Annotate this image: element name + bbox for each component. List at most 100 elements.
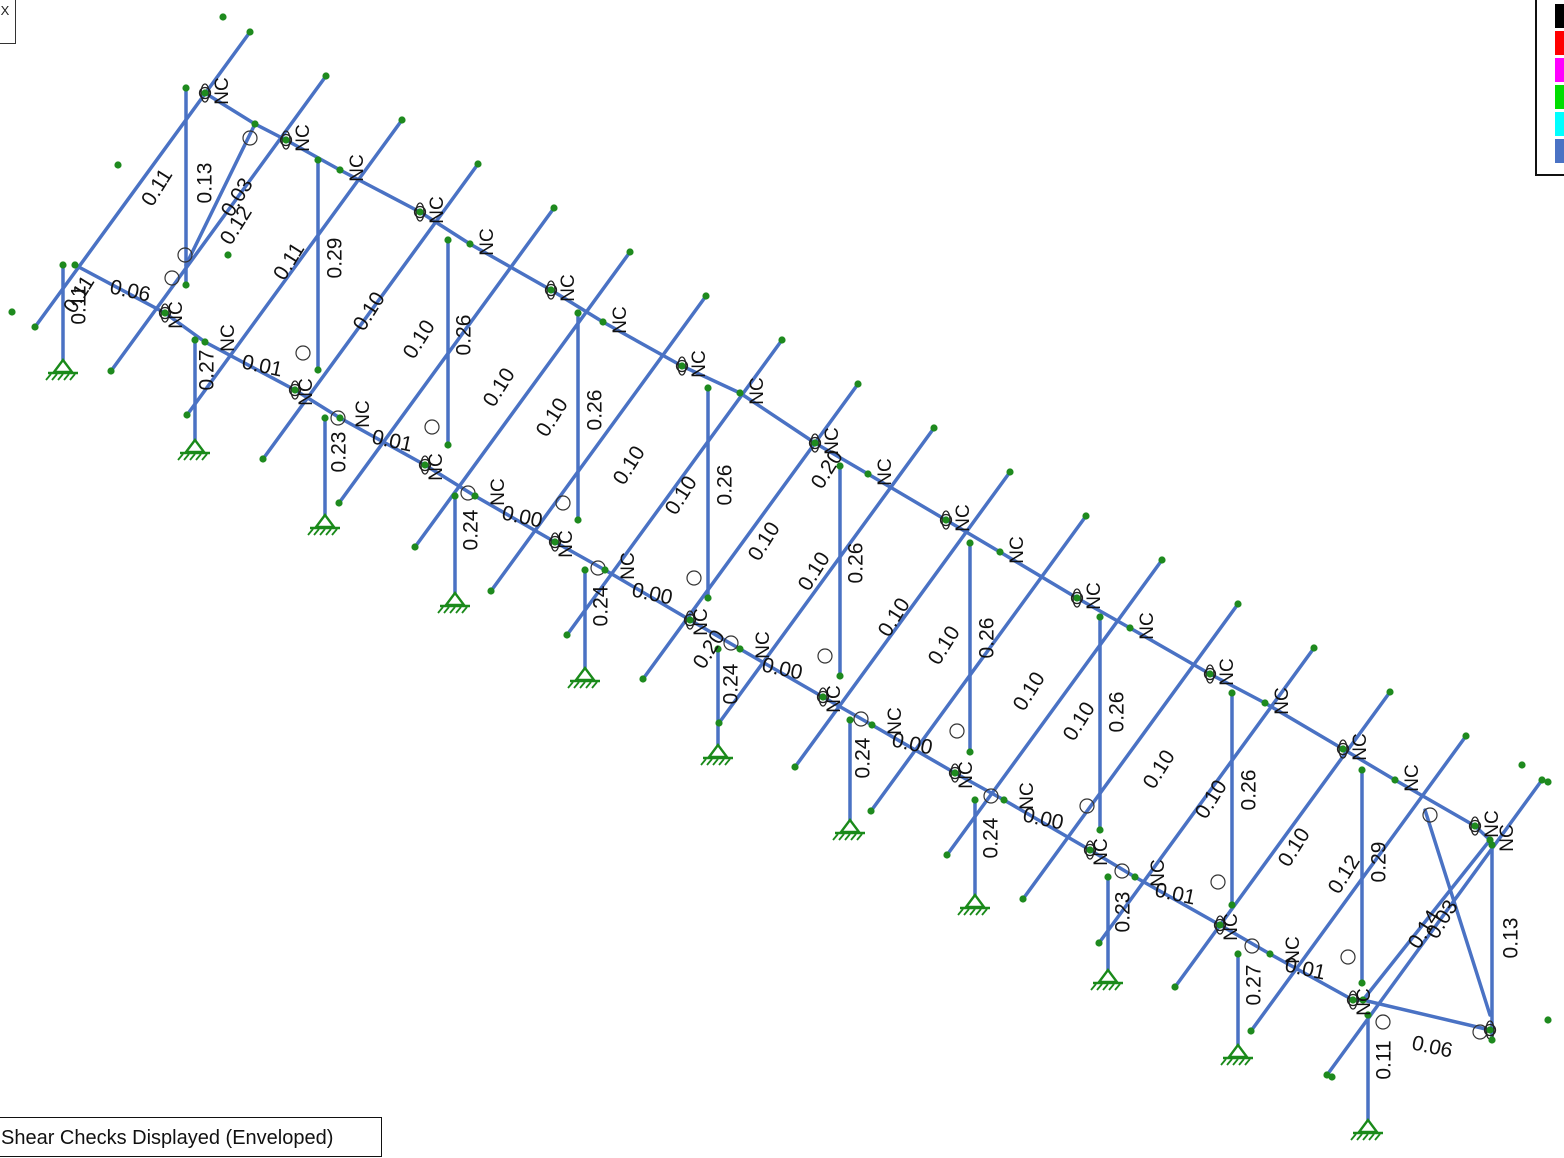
- diagonal-member: [641, 382, 860, 681]
- diagonal-ratio-label: 0.11: [269, 239, 309, 285]
- joint-node: [1488, 841, 1496, 849]
- legend-swatch: [1555, 112, 1564, 136]
- vertical-ratio-label: 0.13: [1500, 918, 1523, 959]
- joint-node: [736, 389, 744, 397]
- joint-node: [996, 548, 1004, 556]
- vertical-ratio-label: 0.26: [714, 465, 737, 506]
- top-chord-member: [813, 441, 870, 476]
- pin-support-icon: [437, 591, 470, 614]
- bottom-chord-member: [1218, 923, 1272, 956]
- nc-tag-label: NC: [875, 458, 896, 485]
- joint-node: [930, 424, 938, 432]
- diagonal-member: [1021, 602, 1240, 901]
- pin-support-icon: [307, 513, 340, 536]
- nc-tag-label: NC: [1137, 612, 1158, 639]
- nc-joint-symbol: [418, 455, 432, 475]
- bottom-chord-member: [1133, 875, 1222, 927]
- hinge-marker: [1472, 1024, 1488, 1040]
- top-chord-member: [284, 138, 342, 172]
- diagonal-member: [565, 338, 784, 637]
- hinge-marker: [555, 495, 571, 511]
- joint-node: [107, 367, 115, 375]
- joint-node: [259, 455, 267, 463]
- joint-node: [943, 851, 951, 859]
- nc-joint-symbol: [158, 303, 172, 323]
- joint-node: [421, 461, 429, 469]
- hinge-marker: [1244, 938, 1260, 954]
- nc-tag-label: NC: [1007, 536, 1028, 563]
- column-ratio-label: 0.23: [1112, 892, 1135, 933]
- hinge-marker: [949, 723, 965, 739]
- column-ratio-label: 0.24: [852, 737, 875, 778]
- top-chord-member: [944, 518, 1002, 554]
- vertical-ratio-label: 0.26: [1106, 692, 1129, 733]
- joint-node: [715, 719, 723, 727]
- beam-ratio-label: 0.06: [108, 276, 153, 307]
- joint-node: [704, 594, 712, 602]
- check-ratio-labels: 0.110.110.100.100.100.100.100.100.100.10…: [59, 77, 1523, 1079]
- diagonal-member: [945, 558, 1164, 857]
- nc-tag-label: NC: [1283, 936, 1304, 963]
- joint-node: [778, 336, 786, 344]
- joint-node: [1228, 689, 1236, 697]
- joint-node: [1126, 624, 1134, 632]
- pin-support-icon: [957, 893, 990, 916]
- hinge-marker: [723, 635, 739, 651]
- joint-node: [1206, 670, 1214, 678]
- bottom-chord-member: [953, 771, 1006, 802]
- joint-node: [1171, 983, 1179, 991]
- column-ratio-label: 0.24: [980, 817, 1003, 858]
- hinge-marker: [686, 570, 702, 586]
- nc-tag-label: NC: [296, 378, 317, 405]
- joint-node: [864, 470, 872, 478]
- nc-tag-label: NC: [689, 350, 710, 377]
- joint-node: [678, 362, 686, 370]
- nc-tag-label: NC: [353, 400, 374, 427]
- top-chord-member: [338, 168, 422, 214]
- joint-node: [1538, 776, 1546, 784]
- pin-support-icon: [832, 818, 865, 841]
- diagonal-ratio-label: 0.10: [1191, 776, 1232, 823]
- diagonal-ratio-label: 0.11: [137, 165, 177, 211]
- diagonal-member: [413, 250, 632, 549]
- pin-support-icon: [1350, 1118, 1383, 1141]
- joint-node: [183, 411, 191, 419]
- nc-tag-label: NC: [822, 427, 843, 454]
- nc-tag-label: NC: [824, 685, 845, 712]
- joint-node: [563, 631, 571, 639]
- end-brace-member: [1361, 838, 1492, 1002]
- joint-node: [1471, 822, 1479, 830]
- diagonal-ratio-label: 0.10: [479, 364, 520, 411]
- column-ratio-label: 0.24: [460, 509, 483, 550]
- support-symbols: [45, 358, 1383, 1141]
- bottom-chord-member: [203, 340, 297, 392]
- nc-tag-label: NC: [1350, 733, 1371, 760]
- joint-node: [251, 120, 259, 128]
- joint-node: [702, 292, 710, 300]
- joint-node: [854, 380, 862, 388]
- joint-node: [282, 136, 290, 144]
- joint-node: [444, 236, 452, 244]
- joint-node: [1386, 688, 1394, 696]
- diagonal-member: [337, 206, 556, 505]
- joint-node: [951, 769, 959, 777]
- diagonal-ratio-label: 0.10: [924, 622, 965, 669]
- joint-node: [336, 166, 344, 174]
- joint-nodes: [8, 13, 1552, 1081]
- joint-node: [1234, 600, 1242, 608]
- nc-joint-symbol: [816, 687, 830, 707]
- joint-node: [1019, 895, 1027, 903]
- joint-node: [1310, 644, 1318, 652]
- joint-node: [626, 248, 634, 256]
- hinge-marker: [1114, 863, 1130, 879]
- pin-support-icon: [1220, 1043, 1253, 1066]
- diagonal-member: [869, 514, 1088, 813]
- top-chord-member: [549, 288, 605, 324]
- joint-node: [1096, 826, 1104, 834]
- joint-node: [1000, 796, 1008, 804]
- legend-swatch: [1555, 4, 1564, 28]
- diagonal-member: [717, 426, 936, 725]
- joint-node: [1131, 873, 1139, 881]
- nc-joint-symbol: [548, 532, 562, 552]
- nc-joint-symbol: [1083, 840, 1097, 860]
